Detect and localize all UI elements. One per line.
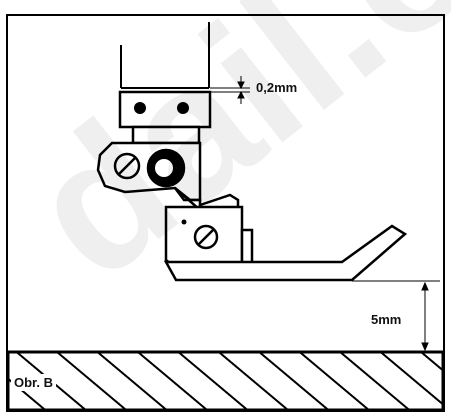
figure-label: Obr. B: [11, 374, 57, 391]
height-dimension: [352, 280, 440, 352]
needle-plate: [6, 350, 445, 412]
upper-clamp-block: [118, 90, 212, 129]
presser-shank: [96, 125, 202, 202]
presser-foot: [163, 187, 408, 282]
height-label: 5mm: [371, 312, 402, 327]
gap-dimension: [210, 76, 250, 104]
gap-label: 0,2mm: [256, 80, 298, 95]
needle-bar: [120, 22, 210, 89]
